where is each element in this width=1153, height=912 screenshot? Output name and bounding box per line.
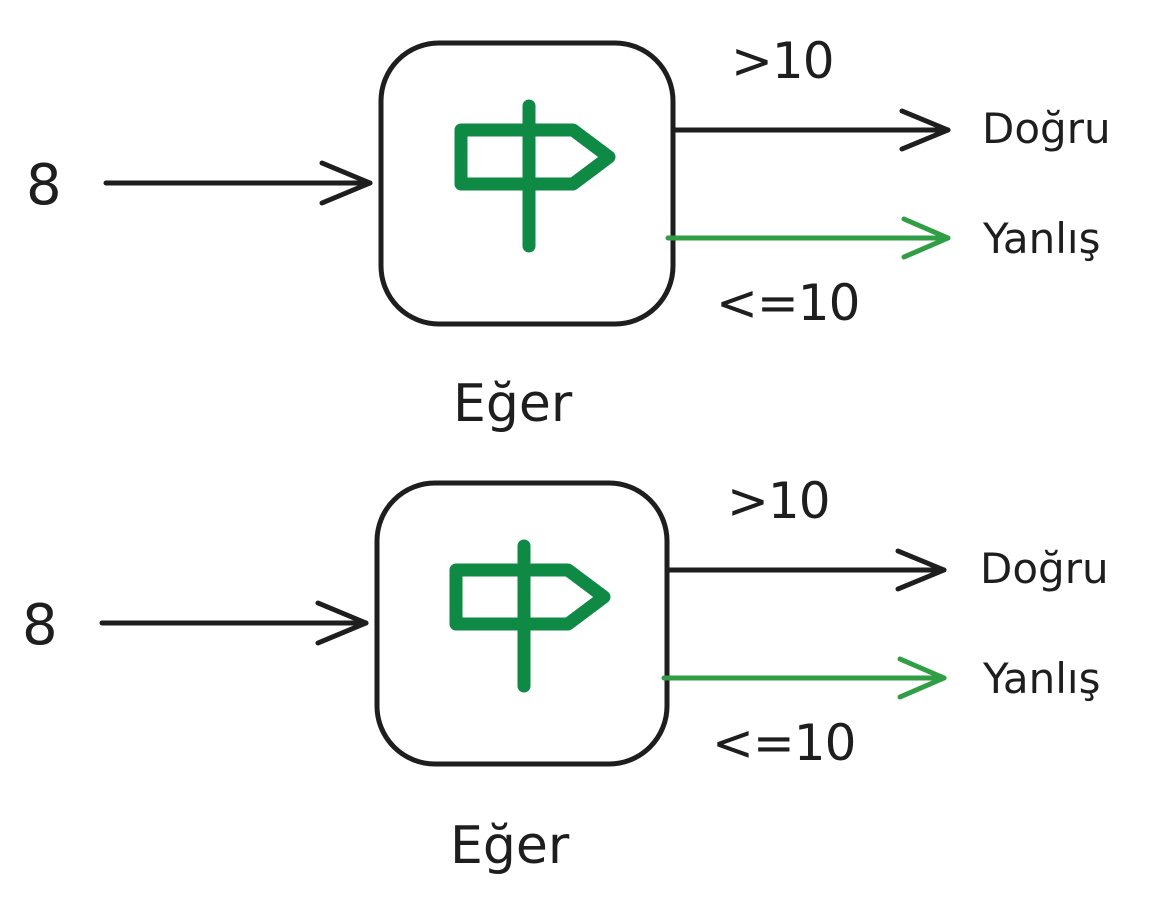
true-output-label: Doğru bbox=[982, 104, 1111, 153]
false-arrow bbox=[665, 216, 951, 260]
block-label: Eğer bbox=[453, 374, 573, 434]
input-value: 8 bbox=[22, 593, 58, 658]
if-diagram-graphics bbox=[103, 40, 951, 327]
true-output-label: Doğru bbox=[980, 544, 1109, 593]
block-label: Eğer bbox=[450, 816, 570, 876]
true-arrow bbox=[670, 108, 951, 152]
false-output-label: Yanlış bbox=[983, 654, 1101, 703]
true-condition-label: >10 bbox=[731, 32, 835, 90]
signpost-icon bbox=[449, 539, 611, 693]
false-condition-label: <=10 bbox=[712, 714, 856, 772]
false-condition-label: <=10 bbox=[716, 274, 860, 332]
if-diagram-graphics bbox=[99, 480, 947, 767]
input-arrow bbox=[103, 160, 373, 206]
if-diagram-top: 8 >10 Doğru Yanlış <=10 Eğer bbox=[0, 0, 1153, 440]
if-diagram-bottom: 8 >10 Doğru Yanlış <=10 Eğer bbox=[0, 440, 1153, 880]
false-arrow bbox=[661, 656, 947, 700]
true-condition-label: >10 bbox=[727, 472, 831, 530]
signpost-icon bbox=[454, 99, 616, 253]
true-arrow bbox=[666, 548, 947, 592]
false-output-label: Yanlış bbox=[983, 214, 1101, 263]
input-arrow bbox=[99, 600, 369, 646]
input-value: 8 bbox=[26, 153, 62, 218]
